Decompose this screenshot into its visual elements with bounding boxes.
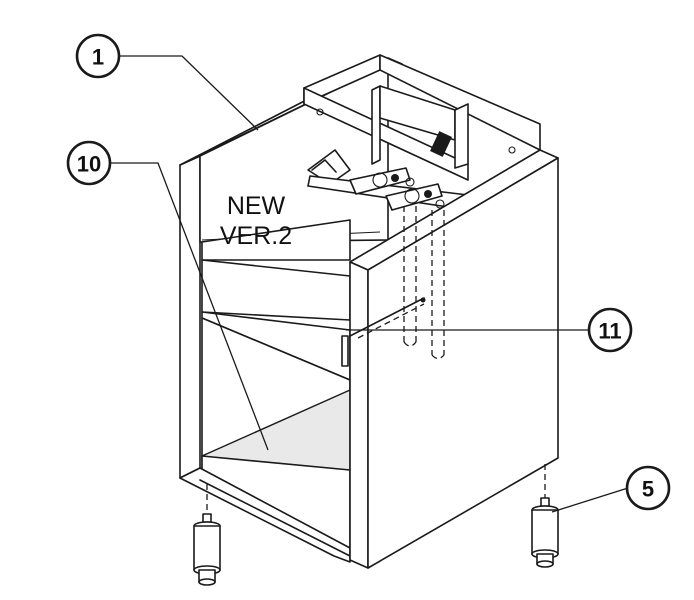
- callout-1: 1: [75, 33, 121, 79]
- callout-11-label: 11: [598, 319, 621, 344]
- leader-lines: [110, 55, 629, 513]
- callout-5: 5: [625, 465, 671, 511]
- left-adjustable-leg: [193, 513, 221, 586]
- note-version-label: VER.2: [220, 222, 292, 250]
- leg-guides: [206, 464, 546, 516]
- callout-5-label: 5: [642, 477, 654, 502]
- right-adjustable-leg: [531, 497, 559, 568]
- callout-10: 10: [66, 140, 112, 186]
- callout-11: 11: [587, 307, 633, 353]
- gas-valve-assembly: [349, 167, 445, 211]
- upper-cross-rail: [201, 219, 351, 383]
- rear-mechanism-frame: [303, 54, 541, 211]
- callout-1-label: 1: [92, 45, 104, 70]
- note-new-label: NEW: [227, 192, 286, 220]
- callout-10-label: 10: [77, 152, 101, 177]
- hidden-gas-tubes: [403, 206, 445, 360]
